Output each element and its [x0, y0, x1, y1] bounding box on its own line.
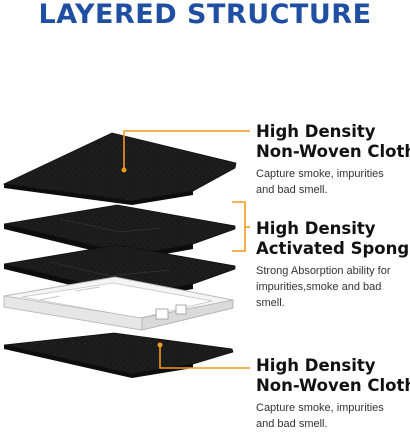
callout-heading: High Density	[256, 122, 376, 141]
callout-desc-line: and bad smell.	[256, 418, 328, 430]
leader-lines	[123, 130, 250, 369]
callout-desc-line: smell.	[256, 297, 285, 309]
callout-desc-line: and bad smell.	[256, 184, 328, 196]
callout-bottom-cloth: High Density Non-Woven Cloth Capture smo…	[256, 356, 410, 432]
callout-top-cloth: High Density Non-Woven Cloth Capture smo…	[256, 122, 410, 198]
callout-desc-line: Strong Absorption ability for	[256, 265, 391, 277]
layer-plastic-frame	[3, 276, 234, 331]
callout-sponge: High Density Activated Sponge Strong Abs…	[256, 219, 410, 311]
callout-heading: High Density	[256, 219, 376, 238]
callout-desc-line: Capture smoke, impurities	[256, 402, 384, 414]
leader-dot-bottom	[157, 342, 163, 348]
callout-desc-line: Capture smoke, impurities	[256, 168, 384, 180]
page-title: LAYERED STRUCTURE	[38, 0, 372, 30]
callout-description: Capture smoke, impurities and bad smell.	[256, 166, 410, 198]
leader-dot-top	[121, 167, 127, 173]
layer-bottom-cloth	[3, 332, 234, 378]
layer-top-cloth	[2, 132, 237, 205]
callout-heading: Activated Sponge	[256, 239, 410, 258]
callout-description: Strong Absorption ability for impurities…	[256, 263, 410, 311]
callout-heading: Non-Woven Cloth	[256, 376, 410, 395]
callout-heading: Non-Woven Cloth	[256, 142, 410, 161]
callout-desc-line: impurities,smoke and bad	[256, 281, 382, 293]
callout-description: Capture smoke, impurities and bad smell.	[256, 400, 410, 432]
callout-heading: High Density	[256, 356, 376, 375]
